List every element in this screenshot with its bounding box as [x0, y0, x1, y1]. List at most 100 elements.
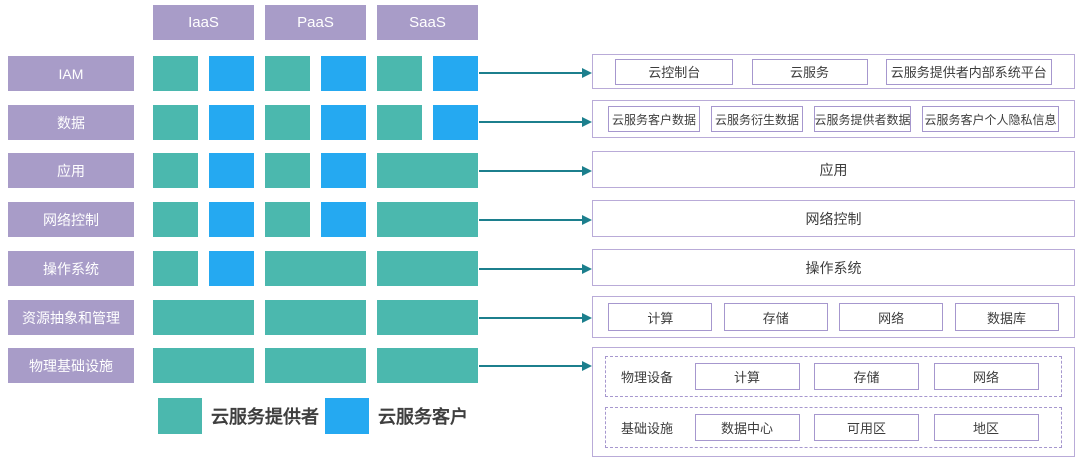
customer-square: [321, 56, 366, 91]
customer-square: [209, 202, 254, 237]
customer-square: [321, 153, 366, 188]
provider-square: [377, 202, 478, 237]
row-label-data: 数据: [8, 105, 134, 140]
cells-row-iam: [153, 56, 478, 91]
group-label-infrastructure: 基础设施: [620, 421, 673, 436]
box-cloud-service: 云服务: [751, 58, 868, 85]
shared-responsibility-cell: [153, 251, 254, 286]
cells-row-network-control: [153, 202, 478, 237]
column-header-iaas: IaaS: [153, 5, 254, 40]
box-cloud-console: 云控制台: [615, 58, 734, 85]
shared-responsibility-cell: [265, 105, 366, 140]
box-provider-data: 云服务提供者数据: [814, 106, 911, 132]
shared-responsibility-cell: [377, 105, 478, 140]
customer-square: [209, 251, 254, 286]
operating-system-detail-box: 操作系统: [592, 249, 1075, 286]
provider-square: [265, 348, 366, 383]
cells-row-data: [153, 105, 478, 140]
box-availability-zone: 可用区: [814, 414, 919, 441]
arrow-connector-icon: [479, 215, 592, 225]
arrow-connector-icon: [479, 313, 592, 323]
arrow-connector-icon: [479, 68, 592, 78]
group-boxes: 计算 存储 网络: [680, 363, 1053, 390]
box-storage: 存储: [814, 363, 919, 390]
provider-square: [153, 300, 254, 335]
physical-infrastructure-detail-box: 物理设备 计算 存储 网络 基础设施 数据中心 可用区 地区: [592, 347, 1075, 457]
provider-responsibility-cell: [377, 251, 478, 286]
customer-square: [209, 153, 254, 188]
provider-square: [153, 153, 198, 188]
provider-square: [153, 105, 198, 140]
provider-square: [377, 300, 478, 335]
customer-square: [433, 105, 478, 140]
box-network: 网络: [933, 363, 1039, 390]
shared-responsibility-cell: [377, 56, 478, 91]
cells-row-resource-abstraction: [153, 300, 478, 335]
legend-provider-swatch: [158, 398, 202, 434]
provider-responsibility-cell: [265, 348, 366, 383]
provider-responsibility-cell: [377, 153, 478, 188]
provider-square: [265, 56, 310, 91]
box-database: 数据库: [954, 303, 1059, 331]
box-network: 网络: [839, 303, 944, 331]
provider-responsibility-cell: [265, 300, 366, 335]
provider-square: [377, 251, 478, 286]
provider-square: [377, 105, 422, 140]
row-label-physical-infrastructure: 物理基础设施: [8, 348, 134, 383]
arrow-connector-icon: [479, 361, 592, 371]
box-storage: 存储: [723, 303, 828, 331]
shared-responsibility-cell: [153, 56, 254, 91]
network-control-detail-box: 网络控制: [592, 200, 1075, 237]
column-header-saas: SaaS: [377, 5, 478, 40]
box-provider-internal-platform: 云服务提供者内部系统平台: [885, 58, 1052, 85]
row-label-operating-system: 操作系统: [8, 251, 134, 286]
box-derived-data: 云服务衍生数据: [711, 106, 803, 132]
resource-abstraction-detail-box: 计算 存储 网络 数据库: [592, 296, 1075, 338]
data-detail-box: 云服务客户数据 云服务衍生数据 云服务提供者数据 云服务客户个人隐私信息: [592, 100, 1075, 138]
shared-responsibility-cell: [153, 153, 254, 188]
box-compute: 计算: [608, 303, 713, 331]
box-region: 地区: [933, 414, 1039, 441]
column-header-paas: PaaS: [265, 5, 366, 40]
row-label-application: 应用: [8, 153, 134, 188]
provider-square: [377, 348, 478, 383]
provider-square: [153, 348, 254, 383]
cells-row-physical-infrastructure: [153, 348, 478, 383]
row-label-resource-abstraction: 资源抽象和管理: [8, 300, 134, 335]
provider-square: [377, 56, 422, 91]
shared-responsibility-cell: [265, 202, 366, 237]
shared-responsibility-cell: [265, 56, 366, 91]
customer-square: [209, 56, 254, 91]
provider-square: [265, 153, 310, 188]
box-compute: 计算: [694, 363, 800, 390]
box-data-center: 数据中心: [694, 414, 800, 441]
provider-responsibility-cell: [153, 300, 254, 335]
physical-devices-group: 物理设备 计算 存储 网络: [605, 356, 1062, 397]
row-label-iam: IAM: [8, 56, 134, 91]
iam-detail-box: 云控制台 云服务 云服务提供者内部系统平台: [592, 54, 1075, 89]
provider-square: [265, 105, 310, 140]
shared-responsibility-cell: [153, 202, 254, 237]
provider-square: [265, 202, 310, 237]
provider-square: [377, 153, 478, 188]
provider-responsibility-cell: [153, 348, 254, 383]
legend-customer-swatch: [325, 398, 369, 434]
group-boxes: 数据中心 可用区 地区: [680, 414, 1053, 441]
legend-provider-label: 云服务提供者: [211, 407, 319, 427]
arrow-connector-icon: [479, 117, 592, 127]
provider-responsibility-cell: [265, 251, 366, 286]
provider-responsibility-cell: [377, 300, 478, 335]
box-customer-private-info: 云服务客户个人隐私信息: [922, 106, 1059, 132]
provider-responsibility-cell: [377, 202, 478, 237]
shared-responsibility-cell: [153, 105, 254, 140]
legend-customer-label: 云服务客户: [378, 407, 468, 427]
infrastructure-group: 基础设施 数据中心 可用区 地区: [605, 407, 1062, 448]
arrow-connector-icon: [479, 166, 592, 176]
column-headers: IaaS PaaS SaaS: [153, 5, 478, 40]
application-detail-box: 应用: [592, 151, 1075, 188]
group-label-physical-devices: 物理设备: [620, 370, 673, 385]
customer-square: [433, 56, 478, 91]
shared-responsibility-cell: [265, 153, 366, 188]
customer-square: [321, 105, 366, 140]
